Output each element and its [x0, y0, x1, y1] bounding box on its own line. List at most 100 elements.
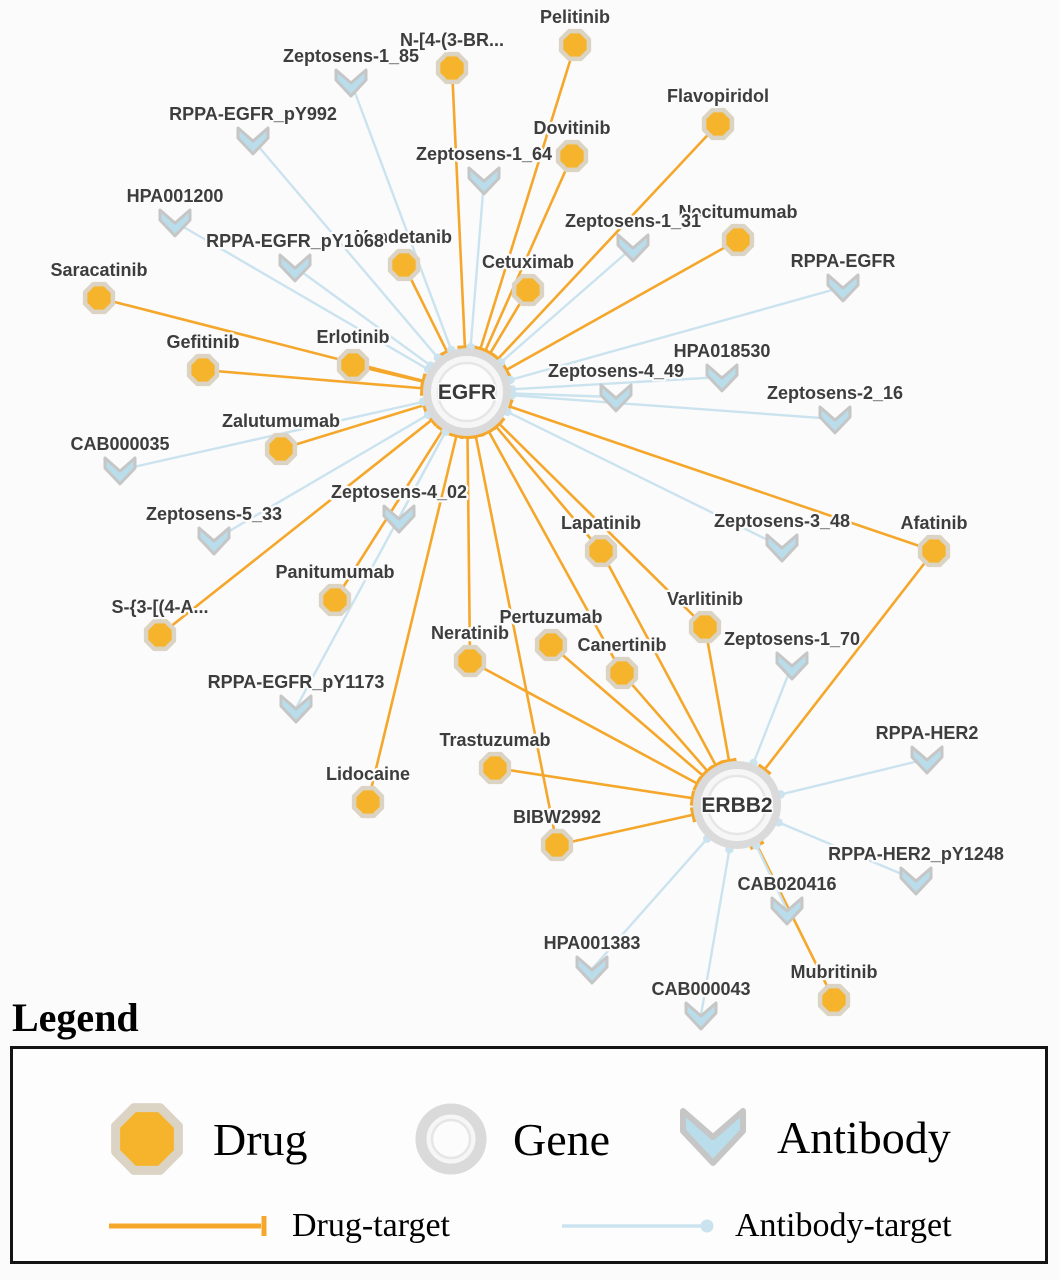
gene-node-egfr[interactable]: EGFR [423, 348, 511, 436]
antibody-label-hpa018530: HPA018530 [674, 341, 771, 361]
antibody-node-icon [680, 1108, 746, 1166]
antibody-target-edge [349, 81, 453, 351]
legend-item-drug-target: Drug-target [106, 1207, 450, 1245]
drug-label-mubritinib: Mubritinib [791, 962, 878, 982]
antibody-node-z185[interactable] [334, 68, 368, 98]
drug-node-lapatinib[interactable] [584, 534, 618, 568]
drug-node-saracatinib[interactable] [82, 281, 116, 315]
drug-node-trastuzumab[interactable] [478, 751, 512, 785]
drug-target-edge [450, 67, 467, 348]
drug-node-mubritinib[interactable] [817, 983, 851, 1017]
antibody-label-z170: Zeptosens-1_70 [724, 629, 860, 649]
antibody-node-z131[interactable] [616, 233, 650, 263]
antibody-node-z348[interactable] [765, 533, 799, 563]
drug-node-necitumumab[interactable] [721, 223, 755, 257]
antibody-node-hpa001383[interactable] [575, 955, 609, 985]
antibody-label-z402: Zeptosens-4_02 [331, 482, 467, 502]
antibody-node-z533[interactable] [197, 526, 231, 556]
drug-node-panitumumab[interactable] [318, 583, 352, 617]
antibody-node-z216[interactable] [818, 405, 852, 435]
drug-target-edge [599, 550, 717, 766]
drug-edge-tee-icon [689, 807, 697, 823]
drug-node-flavopiridol[interactable] [701, 107, 735, 141]
drug-target-edge [498, 422, 706, 628]
drug-node-pertuzumab[interactable] [534, 628, 568, 662]
legend-item-gene: Gene [409, 1097, 610, 1181]
drug-edge-tee-icon [721, 757, 737, 764]
drug-label-dovitinib: Dovitinib [534, 118, 611, 138]
drug-node-vandetanib[interactable] [387, 248, 421, 282]
antibody-node-cab020416[interactable] [770, 896, 804, 926]
drug-node-n4br[interactable] [435, 51, 469, 85]
antibody-node-z449[interactable] [599, 383, 633, 413]
edge-layer [98, 44, 936, 1016]
antibody-node-hpa001200[interactable] [158, 208, 192, 238]
drug-node-varlitinib[interactable] [688, 610, 722, 644]
drug-node-neratinib[interactable] [453, 644, 487, 678]
network-svg[interactable]: EGFRERBB2PelitinibN-[4-(3-BR...Flavopiri… [0, 0, 1059, 1040]
antibody-node-z164[interactable] [467, 166, 501, 196]
antibody-node-py1248[interactable] [899, 866, 933, 896]
drug-edge-tee-icon [757, 763, 772, 776]
antibody-label-py1248: RPPA-HER2_pY1248 [828, 844, 1004, 864]
antibody-target-edge [511, 392, 617, 399]
antibody-node-py1068[interactable] [278, 253, 312, 283]
drug-node-erlotinib[interactable] [336, 348, 370, 382]
drug-node-gefitinib[interactable] [186, 353, 220, 387]
antibody-node-cab000035[interactable] [103, 456, 137, 486]
drug-target-edge [509, 405, 935, 553]
drug-edge-tee-icon [419, 373, 427, 390]
antibody-target-edge [500, 246, 634, 364]
drug-edge-tee-icon [501, 362, 512, 378]
drug-node-lidocaine[interactable] [351, 785, 385, 819]
gene-label-erbb2: ERBB2 [701, 794, 772, 817]
drug-node-canertinib[interactable] [605, 656, 639, 690]
drug-node-icon [111, 1103, 183, 1175]
drug-label-trastuzumab: Trastuzumab [439, 730, 550, 750]
antibody-node-py1173[interactable] [279, 694, 313, 724]
antibody-target-edge [294, 266, 432, 367]
drug-node-s3a[interactable] [143, 618, 177, 652]
antibody-node-z402[interactable] [382, 504, 416, 534]
drug-target-edge [763, 550, 936, 771]
legend-title: Legend [12, 995, 139, 1040]
antibody-node-cab000043[interactable] [684, 1001, 718, 1031]
drug-node-afatinib[interactable] [917, 534, 951, 568]
gene-node-erbb2[interactable]: ERBB2 [693, 761, 781, 849]
gene-node-icon [415, 1103, 487, 1175]
antibody-node-z170[interactable] [775, 651, 809, 681]
gene-inner-ring [706, 774, 768, 836]
legend-item-drug: Drug [101, 1093, 308, 1185]
drug-target-edge [621, 672, 709, 772]
antibody-target-edge [294, 431, 447, 709]
antibody-node-py992[interactable] [236, 126, 270, 156]
drug-node-dovitinib[interactable] [555, 139, 589, 173]
drug-target-edge [479, 44, 577, 350]
drug-edge-tee-icon [468, 433, 484, 440]
antibody-node-rppaher2[interactable] [910, 745, 944, 775]
drug-node-cetuximab[interactable] [511, 273, 545, 307]
drug-edge-tee-icon [481, 426, 497, 437]
drug-node-pelitinib[interactable] [558, 28, 592, 62]
antibody-target-edge [752, 664, 794, 764]
drug-edge-tee-icon [700, 764, 715, 778]
legend-gene-label: Gene [513, 1113, 611, 1165]
antibody-target-edge-icon [562, 1219, 714, 1233]
drug-target-edge [505, 238, 739, 372]
legend-item-antibody-target: Antibody-target [559, 1207, 952, 1245]
antibody-label-z533: Zeptosens-5_33 [146, 504, 282, 524]
antibody-node-hpa018530[interactable] [705, 363, 739, 393]
antibody-label-z348: Zeptosens-3_48 [714, 511, 850, 531]
drug-label-vandetanib: Vandetanib [356, 227, 452, 247]
drug-target-edge [484, 155, 574, 352]
drug-node-zalutumumab[interactable] [264, 432, 298, 466]
drug-label-pertuzumab: Pertuzumab [499, 607, 602, 627]
antibody-label-z164: Zeptosens-1_64 [416, 144, 552, 164]
antibody-target-edge [213, 413, 429, 542]
drug-edge-tee-icon [482, 348, 498, 359]
gene-label-egfr: EGFR [438, 381, 496, 404]
antibody-node-rppaegfr[interactable] [826, 273, 860, 303]
antibody-label-cab000043: CAB000043 [651, 979, 750, 999]
drug-node-bibw2992[interactable] [540, 828, 574, 862]
drug-target-edge [495, 425, 602, 552]
